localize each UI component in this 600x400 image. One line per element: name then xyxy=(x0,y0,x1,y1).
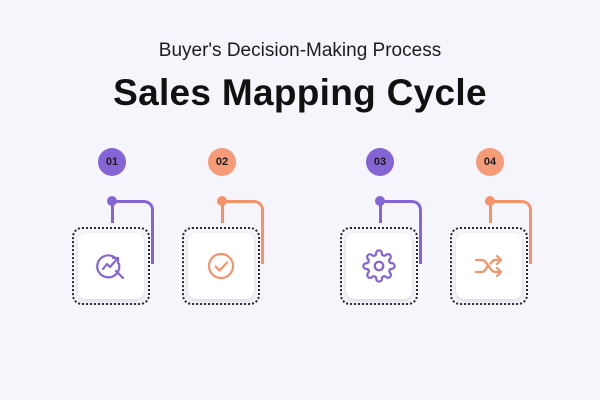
page-title: Sales Mapping Cycle xyxy=(113,72,487,113)
card-dotted-frame xyxy=(340,227,418,305)
step-number-badge: 02 xyxy=(208,148,236,176)
step-number-badge: 03 xyxy=(366,148,394,176)
gear-icon xyxy=(362,249,396,283)
step-number-badge: 01 xyxy=(98,148,126,176)
connector-stem xyxy=(489,201,492,223)
step-2: 02 xyxy=(172,0,282,400)
step-card xyxy=(78,233,144,299)
step-card xyxy=(456,233,522,299)
connector-line xyxy=(489,200,532,264)
step-card xyxy=(346,233,412,299)
connector-line xyxy=(221,200,264,264)
connector-stem xyxy=(111,201,114,223)
step-number-badge: 04 xyxy=(476,148,504,176)
step-1: 01 xyxy=(62,0,172,400)
step-3: 03 xyxy=(330,0,440,400)
card-dotted-frame xyxy=(72,227,150,305)
connector-stem xyxy=(221,201,224,223)
step-card xyxy=(188,233,254,299)
check-circle-icon xyxy=(207,252,235,280)
search-growth-icon xyxy=(96,254,125,280)
connector-line xyxy=(379,200,422,264)
connector-line xyxy=(111,200,154,264)
card-dotted-frame xyxy=(450,227,528,305)
connector-stem xyxy=(379,201,382,223)
step-4: 04 xyxy=(440,0,550,400)
subtitle: Buyer's Decision-Making Process xyxy=(158,40,442,61)
card-dotted-frame xyxy=(182,227,260,305)
shuffle-icon xyxy=(474,254,503,278)
